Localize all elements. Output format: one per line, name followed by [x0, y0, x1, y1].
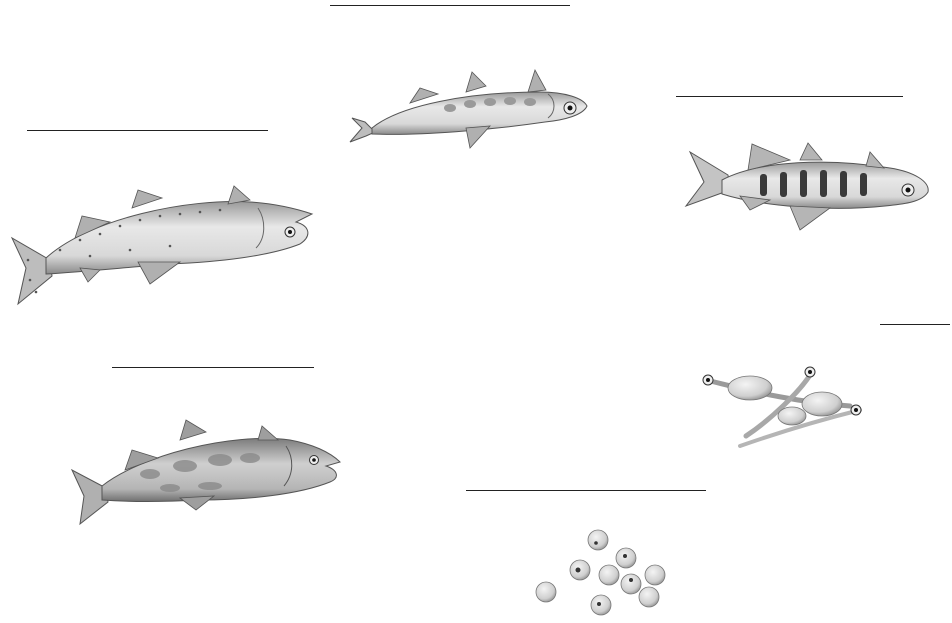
alevin-cluster	[703, 367, 861, 446]
parr-fish	[686, 143, 928, 230]
smolt-fish	[350, 70, 587, 148]
adult-salmon-fish	[12, 186, 312, 304]
spawning-salmon-fish	[72, 420, 340, 524]
eggs-cluster	[536, 530, 665, 615]
